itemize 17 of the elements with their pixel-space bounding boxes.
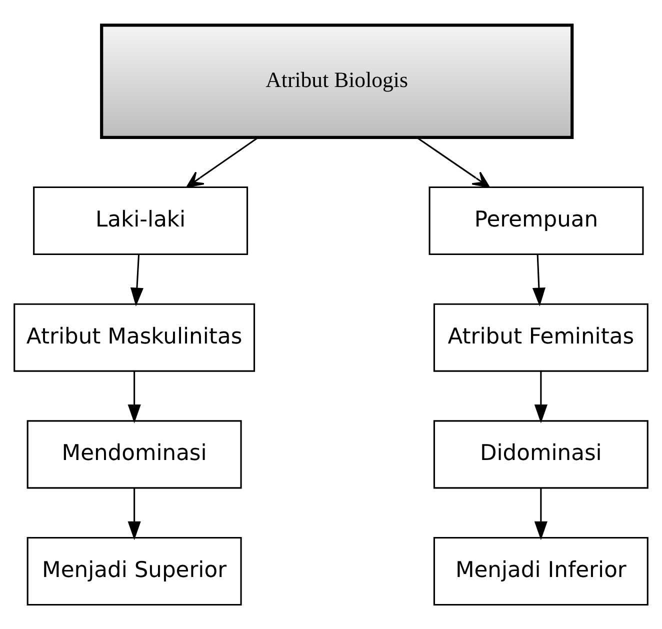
arrow bbox=[130, 254, 144, 306]
arrow bbox=[534, 488, 548, 540]
node-box: Atribut Biologis bbox=[100, 23, 574, 138]
node-box: Menjadi Superior bbox=[26, 536, 242, 606]
node-box: Atribut Feminitas bbox=[433, 302, 648, 372]
node-box: Perempuan bbox=[428, 186, 644, 255]
arrow bbox=[186, 136, 259, 188]
node-box: Laki-laki bbox=[33, 186, 248, 255]
arrow bbox=[128, 488, 141, 540]
arrow bbox=[416, 136, 490, 188]
arrow bbox=[532, 254, 546, 306]
node-box: Didominasi bbox=[433, 420, 648, 488]
arrow bbox=[128, 370, 141, 423]
node-box: Menjadi Inferior bbox=[433, 536, 648, 606]
node-box: Mendominasi bbox=[26, 420, 242, 488]
arrow bbox=[534, 370, 548, 423]
node-box: Atribut Maskulinitas bbox=[14, 302, 256, 372]
